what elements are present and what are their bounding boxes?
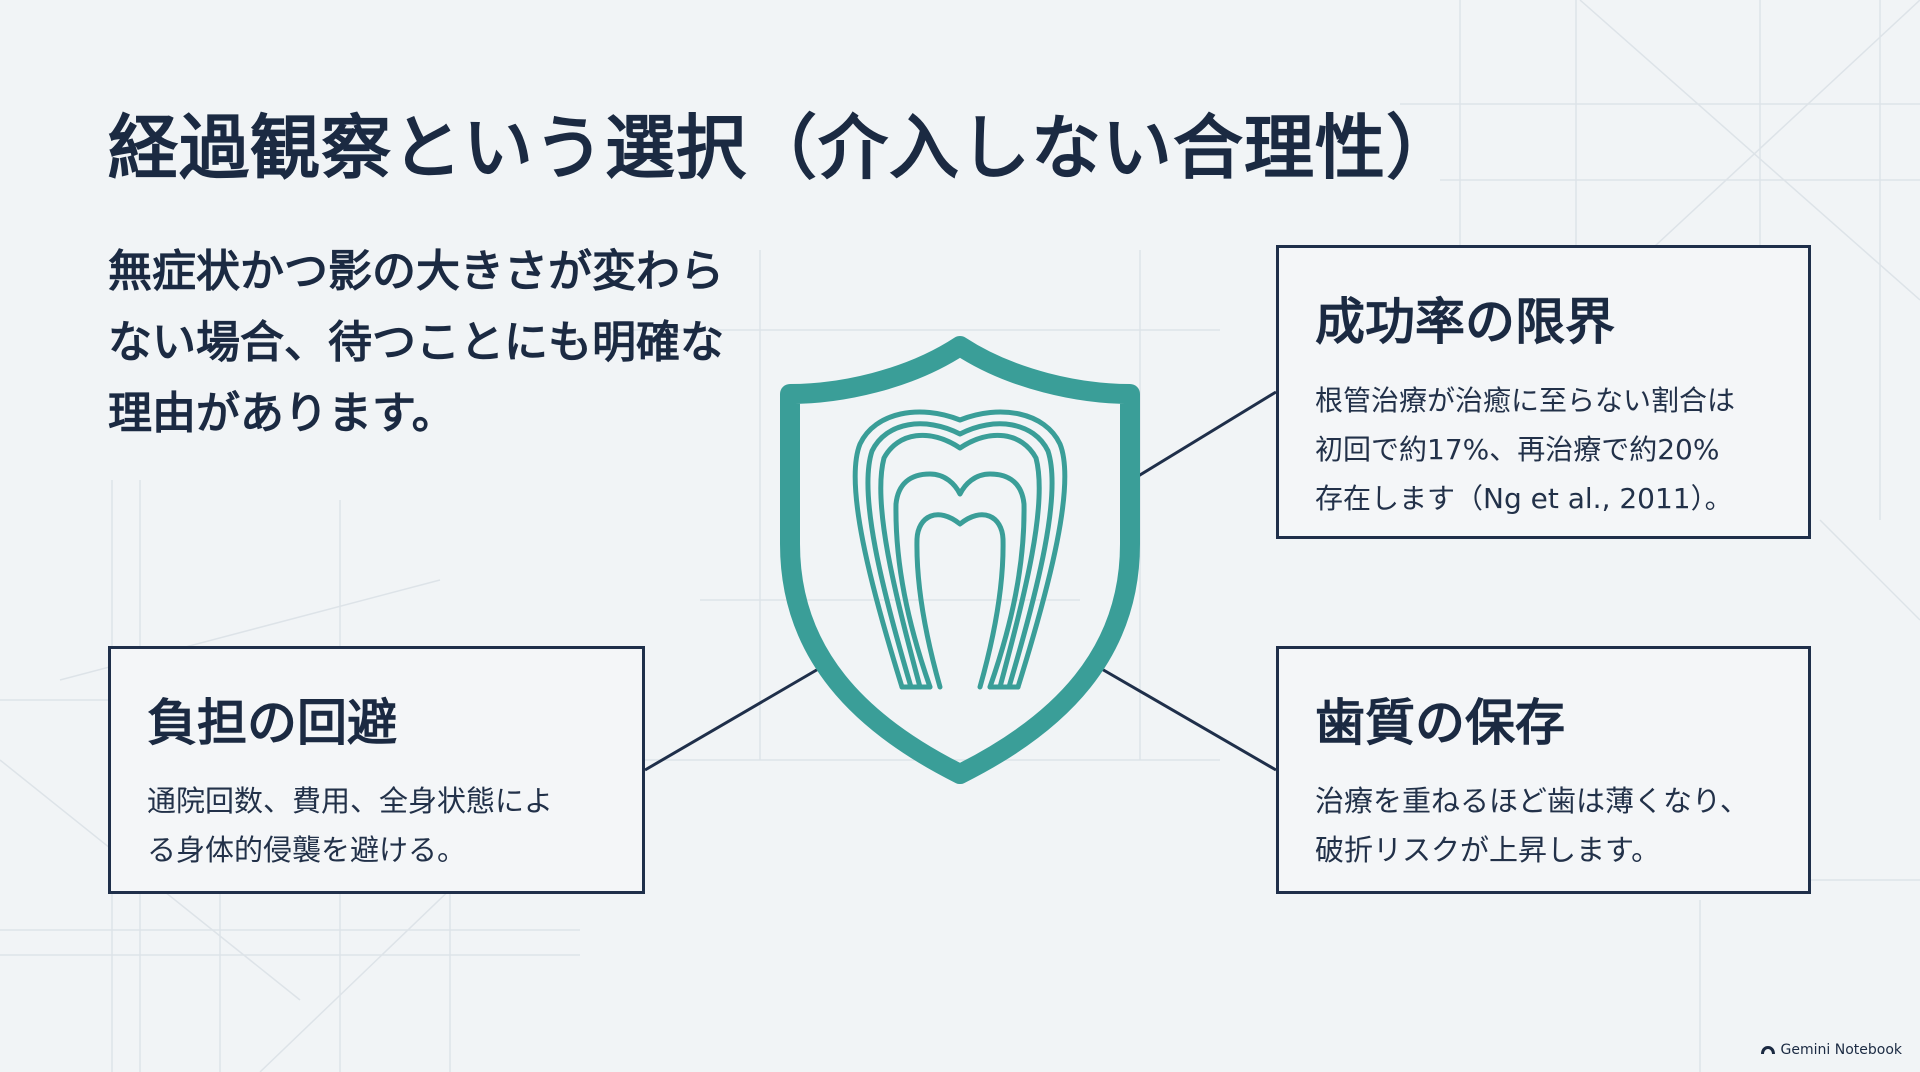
- shield-tooth-icon: [780, 336, 1140, 784]
- card-body: 治療を重ねるほど歯は薄くなり、 破折リスクが上昇します。: [1315, 777, 1772, 875]
- card-line: 初回で約17%、再治療で約20%: [1315, 433, 1720, 466]
- card-line: 存在します（Ng et al., 2011）。: [1315, 482, 1733, 515]
- connector-success: [1134, 390, 1277, 480]
- card-line: 破折リスクが上昇します。: [1315, 833, 1661, 867]
- card-title: 負担の回避: [147, 694, 397, 752]
- card-title: 成功率の限界: [1315, 293, 1615, 351]
- card-line: 通院回数、費用、全身状態によ: [147, 784, 554, 818]
- connector-tooth: [1099, 666, 1277, 772]
- card-line: 治療を重ねるほど歯は薄くなり、: [1315, 784, 1749, 818]
- connector-burden: [644, 666, 821, 772]
- card-burden-avoidance: 負担の回避 通院回数、費用、全身状態によ る身体的侵襲を避ける。: [108, 646, 645, 894]
- card-title: 歯質の保存: [1315, 694, 1565, 752]
- watermark-text: Gemini Notebook: [1780, 1042, 1902, 1058]
- card-body: 通院回数、費用、全身状態によ る身体的侵襲を避ける。: [147, 777, 606, 875]
- notebook-logo-icon: [1760, 1046, 1775, 1054]
- card-body: 根管治療が治癒に至らない割合は 初回で約17%、再治療で約20% 存在します（N…: [1315, 376, 1772, 523]
- watermark: Gemini Notebook: [1760, 1042, 1902, 1058]
- card-line: る身体的侵襲を避ける。: [147, 833, 467, 867]
- card-success-rate: 成功率の限界 根管治療が治癒に至らない割合は 初回で約17%、再治療で約20% …: [1276, 245, 1811, 539]
- lead-text: 無症状かつ影の大きさが変わらない場合、待つことにも明確な理由があります。: [108, 246, 724, 439]
- card-tooth-preservation: 歯質の保存 治療を重ねるほど歯は薄くなり、 破折リスクが上昇します。: [1276, 646, 1811, 894]
- page-title: 経過観察という選択（介入しない合理性）: [108, 107, 1457, 189]
- card-line: 根管治療が治癒に至らない割合は: [1315, 384, 1736, 417]
